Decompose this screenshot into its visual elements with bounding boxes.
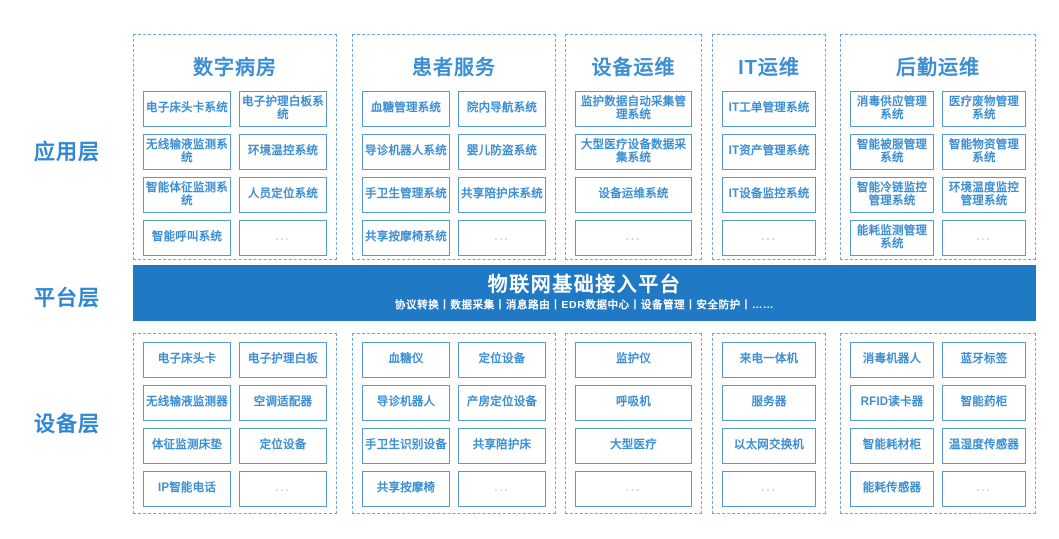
item-cell[interactable]: 温湿度传感器 [942, 428, 1026, 464]
column-title: 设备运维 [591, 57, 676, 79]
item-grid: 血糖管理系统院内导航系统导诊机器人系统婴儿防盗系统手卫生管理系统共享陪护床系统共… [362, 91, 546, 256]
platform-subtitle: 协议转换丨数据采集丨消息路由丨EDR数据中心丨设备管理丨安全防护丨…… [394, 299, 775, 311]
layer-label-device: 设备层 [34, 413, 100, 436]
item-grid: 监护仪呼吸机大型医疗... [575, 342, 692, 507]
item-cell[interactable]: 智能体征监测系统 [143, 177, 231, 213]
layer-label-platform: 平台层 [34, 287, 100, 310]
item-cell[interactable]: 电子床头卡 [143, 342, 231, 378]
item-cell[interactable]: 空调适配器 [239, 385, 327, 421]
item-cell[interactable]: 医疗废物管理系统 [942, 91, 1026, 127]
more-items-cell[interactable]: ... [722, 471, 816, 507]
item-grid: 来电一体机服务器以太网交换机... [722, 342, 816, 507]
device-column-4: 来电一体机服务器以太网交换机... [712, 333, 826, 514]
more-items-cell[interactable]: ... [458, 471, 546, 507]
item-cell[interactable]: 监护数据自动采集管理系统 [575, 91, 692, 127]
more-items-cell[interactable]: ... [575, 471, 692, 507]
item-cell[interactable]: 智能冷链监控管理系统 [850, 177, 934, 213]
item-cell[interactable]: IP智能电话 [143, 471, 231, 507]
item-cell[interactable]: 定位设备 [239, 428, 327, 464]
item-cell[interactable]: 能耗传感器 [850, 471, 934, 507]
application-column-4: IT运维 IT工单管理系统 IT资产管理系统 IT设备监控系统... [712, 34, 826, 260]
column-title: IT运维 [738, 57, 800, 79]
application-column-5: 后勤运维消毒供应管理系统医疗废物管理系统智能被服管理系统智能物资管理系统智能冷链… [840, 34, 1036, 260]
application-column-1: 数字病房电子床头卡系统电子护理白板系统无线输液监测系统环境温控系统智能体征监测系… [133, 34, 337, 260]
item-cell[interactable]: 智能物资管理系统 [942, 134, 1026, 170]
more-items-cell[interactable]: ... [239, 220, 327, 256]
column-title: 后勤运维 [896, 57, 980, 79]
item-cell[interactable]: 手卫生识别设备 [362, 428, 450, 464]
item-cell[interactable]: 环境温控系统 [239, 134, 327, 170]
item-cell[interactable]: 大型医疗设备数据采集系统 [575, 134, 692, 170]
column-title: 数字病房 [193, 57, 277, 79]
item-cell[interactable]: 智能被服管理系统 [850, 134, 934, 170]
more-items-cell[interactable]: ... [575, 220, 692, 256]
more-items-cell[interactable]: ... [458, 220, 546, 256]
item-cell[interactable]: 智能药柜 [942, 385, 1026, 421]
item-grid: 电子床头卡系统电子护理白板系统无线输液监测系统环境温控系统智能体征监测系统人员定… [143, 91, 327, 256]
application-column-2: 患者服务血糖管理系统院内导航系统导诊机器人系统婴儿防盗系统手卫生管理系统共享陪护… [352, 34, 556, 260]
more-items-cell[interactable]: ... [722, 220, 816, 256]
item-cell[interactable]: 体征监测床垫 [143, 428, 231, 464]
item-grid: IT工单管理系统 IT资产管理系统 IT设备监控系统... [722, 91, 816, 256]
item-cell[interactable]: 能耗监测管理系统 [850, 220, 934, 256]
item-cell[interactable]: 共享按摩椅系统 [362, 220, 450, 256]
more-items-cell[interactable]: ... [942, 471, 1026, 507]
item-cell[interactable]: 环境温度监控管理系统 [942, 177, 1026, 213]
item-cell[interactable]: 监护仪 [575, 342, 692, 378]
item-cell[interactable]: IT资产管理系统 [722, 134, 816, 170]
item-cell[interactable]: 共享陪护床系统 [458, 177, 546, 213]
item-cell[interactable]: IT设备监控系统 [722, 177, 816, 213]
item-cell[interactable]: 共享按摩椅 [362, 471, 450, 507]
item-cell[interactable]: 蓝牙标签 [942, 342, 1026, 378]
item-cell[interactable]: 来电一体机 [722, 342, 816, 378]
item-cell[interactable]: 服务器 [722, 385, 816, 421]
item-cell[interactable]: 大型医疗 [575, 428, 692, 464]
item-cell[interactable]: 血糖仪 [362, 342, 450, 378]
item-cell[interactable]: 智能耗材柜 [850, 428, 934, 464]
item-cell[interactable]: 消毒供应管理系统 [850, 91, 934, 127]
item-cell[interactable]: 消毒机器人 [850, 342, 934, 378]
item-cell[interactable]: 电子护理白板 [239, 342, 327, 378]
item-cell[interactable]: 手卫生管理系统 [362, 177, 450, 213]
item-cell[interactable]: RFID读卡器 [850, 385, 934, 421]
item-cell[interactable]: 电子床头卡系统 [143, 91, 231, 127]
item-grid: 消毒供应管理系统医疗废物管理系统智能被服管理系统智能物资管理系统智能冷链监控管理… [850, 91, 1026, 256]
device-column-3: 监护仪呼吸机大型医疗... [565, 333, 702, 514]
item-cell[interactable]: 血糖管理系统 [362, 91, 450, 127]
item-cell[interactable]: 导诊机器人系统 [362, 134, 450, 170]
item-cell[interactable]: 共享陪护床 [458, 428, 546, 464]
item-cell[interactable]: 电子护理白板系统 [239, 91, 327, 127]
layer-label-application: 应用层 [34, 141, 100, 164]
item-cell[interactable]: 设备运维系统 [575, 177, 692, 213]
application-column-3: 设备运维监护数据自动采集管理系统大型医疗设备数据采集系统设备运维系统... [565, 34, 702, 260]
item-cell[interactable]: 人员定位系统 [239, 177, 327, 213]
item-cell[interactable]: 婴儿防盗系统 [458, 134, 546, 170]
platform-layer-band: 物联网基础接入平台 协议转换丨数据采集丨消息路由丨EDR数据中心丨设备管理丨安全… [133, 265, 1036, 321]
device-column-2: 血糖仪定位设备导诊机器人产房定位设备手卫生识别设备共享陪护床共享按摩椅... [352, 333, 556, 514]
item-cell[interactable]: IT工单管理系统 [722, 91, 816, 127]
item-grid: 监护数据自动采集管理系统大型医疗设备数据采集系统设备运维系统... [575, 91, 692, 256]
more-items-cell[interactable]: ... [239, 471, 327, 507]
platform-title: 物联网基础接入平台 [487, 274, 682, 296]
item-cell[interactable]: 院内导航系统 [458, 91, 546, 127]
column-title: 患者服务 [412, 57, 496, 79]
item-cell[interactable]: 导诊机器人 [362, 385, 450, 421]
item-cell[interactable]: 以太网交换机 [722, 428, 816, 464]
item-cell[interactable]: 无线输液监测系统 [143, 134, 231, 170]
item-cell[interactable]: 定位设备 [458, 342, 546, 378]
item-cell[interactable]: 呼吸机 [575, 385, 692, 421]
item-cell[interactable]: 无线输液监测器 [143, 385, 231, 421]
more-items-cell[interactable]: ... [942, 220, 1026, 256]
item-cell[interactable]: 智能呼叫系统 [143, 220, 231, 256]
item-grid: 血糖仪定位设备导诊机器人产房定位设备手卫生识别设备共享陪护床共享按摩椅... [362, 342, 546, 507]
item-cell[interactable]: 产房定位设备 [458, 385, 546, 421]
